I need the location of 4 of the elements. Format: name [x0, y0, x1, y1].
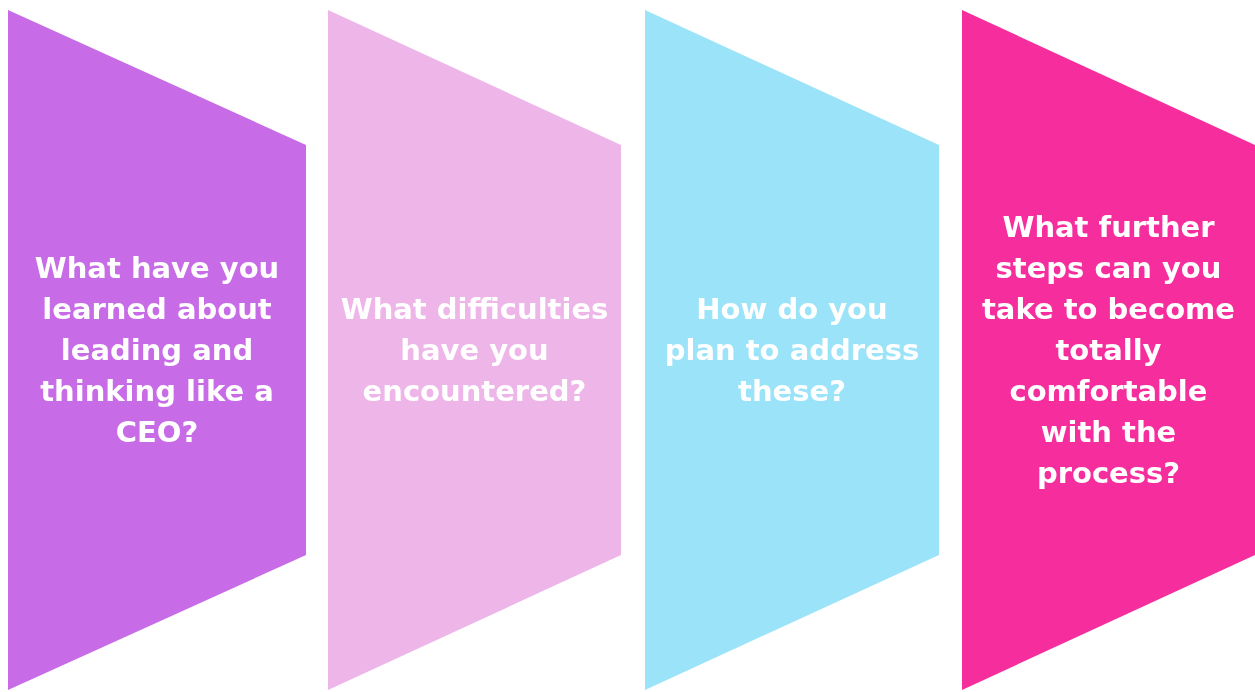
- question-text: What further steps can you take to become totally comfortable with the process?: [981, 208, 1236, 492]
- question-text: How do you plan to address these?: [663, 290, 921, 410]
- question-text: What difficulties have you encountered?: [339, 290, 610, 410]
- question-text: What have you learned about leading and thinking like a CEO?: [33, 249, 281, 451]
